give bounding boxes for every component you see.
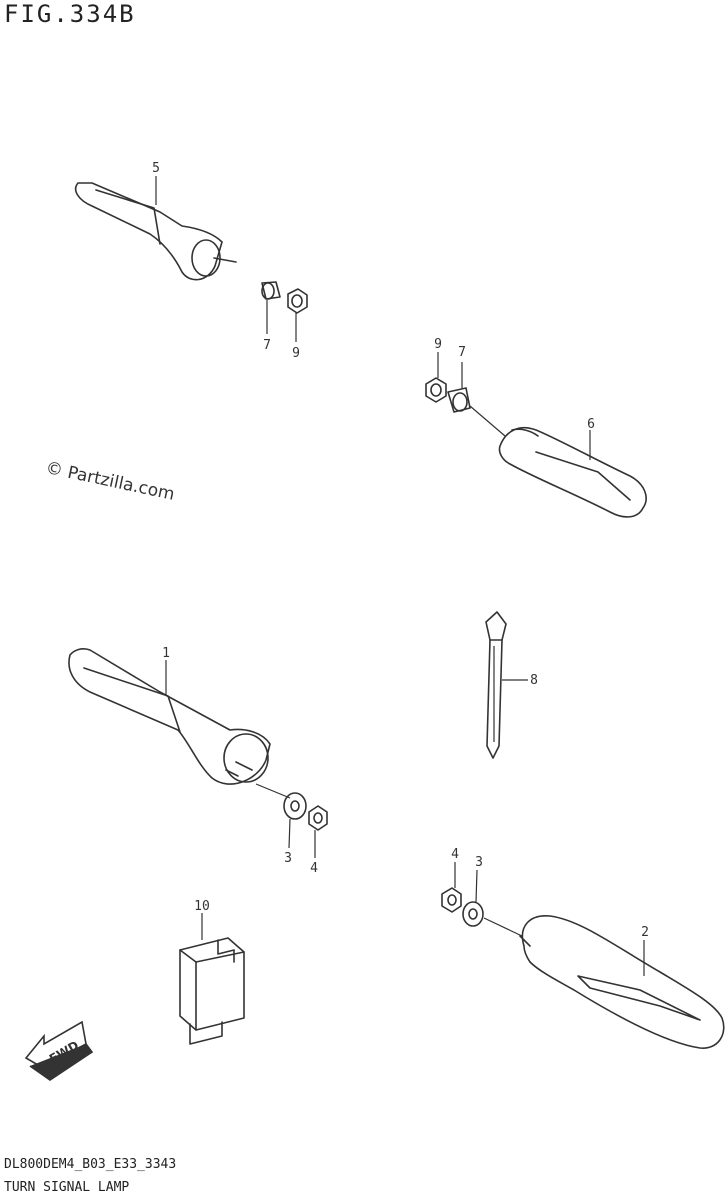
turn-signal-lamp-front-right: [68, 648, 271, 785]
callout-4-lower: 4: [451, 847, 459, 862]
nut-part-9-right: [425, 377, 447, 403]
callout-leaders-lower-right: [454, 862, 645, 976]
turn-signal-lamp-front-left: [74, 182, 237, 281]
turn-signal-lamp-rear-left: [519, 915, 725, 1049]
callout-8: 8: [530, 673, 538, 688]
callout-9-left: 9: [292, 346, 300, 361]
callout-9-right: 9: [434, 337, 442, 352]
callout-3-lower: 3: [475, 855, 483, 870]
turn-signal-lamp-right: [498, 426, 647, 518]
callout-leaders-upper-right: [437, 352, 591, 460]
callout-7-right: 7: [458, 345, 466, 360]
forward-direction-arrow: FWD: [24, 1020, 94, 1081]
callout-leaders-upper-left: [155, 176, 297, 342]
nut-part-4-upper: [308, 805, 328, 831]
washer-part-7-left: [261, 281, 281, 300]
callout-6: 6: [587, 417, 595, 432]
callout-2: 2: [641, 925, 649, 940]
figure-title: FIG.334B: [4, 0, 136, 28]
callout-4-upper: 4: [310, 861, 318, 876]
callout-7-left: 7: [263, 338, 271, 353]
model-code: DL800DEM4_B03_E33_3343: [4, 1157, 177, 1172]
washer-part-3-upper: [283, 792, 307, 820]
turn-signal-relay: [179, 913, 245, 1045]
cable-tie: [485, 611, 528, 759]
callout-5: 5: [152, 161, 160, 176]
callout-1: 1: [162, 646, 170, 661]
callout-3-upper: 3: [284, 851, 292, 866]
washer-part-7-right: [447, 387, 471, 413]
callout-leaders-middle-left: [165, 660, 316, 858]
washer-part-3-lower: [462, 901, 484, 927]
callout-10: 10: [194, 899, 210, 914]
section-name: TURN SIGNAL LAMP: [4, 1180, 130, 1195]
nut-part-4-lower: [441, 887, 462, 913]
nut-part-9-left: [287, 288, 308, 314]
